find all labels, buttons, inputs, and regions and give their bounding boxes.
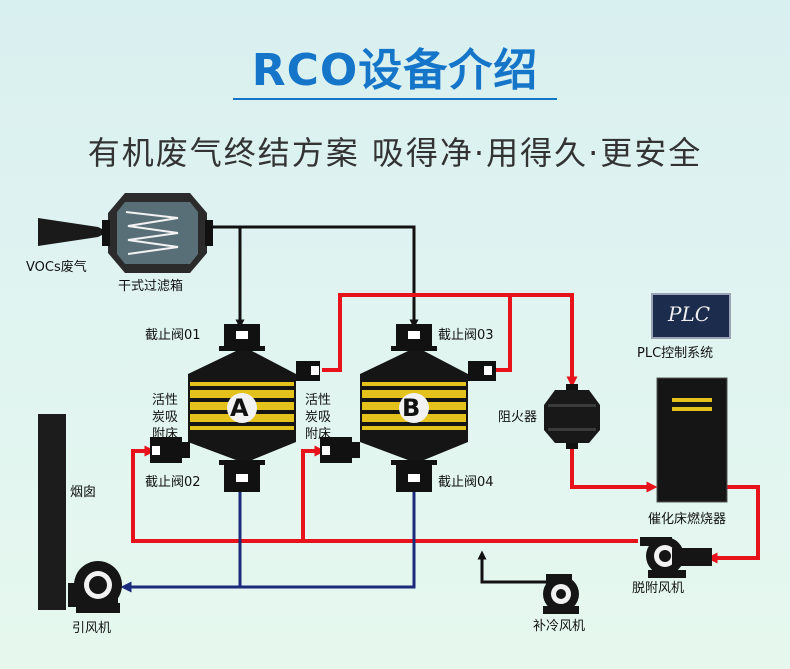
induced-fan-unit: [68, 561, 122, 613]
desorption-fan-label: 脱附风机: [632, 581, 685, 596]
plc-panel: [651, 293, 731, 339]
dry-filter-box: [102, 193, 213, 273]
bed-a-letter: A: [230, 394, 249, 422]
bed-b-label: 活性炭吸附床: [305, 393, 332, 442]
hot-air-lines: [131, 293, 760, 564]
dry-filter-label: 干式过滤箱: [118, 279, 184, 294]
valve01-label: 截止阀01: [145, 328, 201, 343]
bed-a-label: 活性炭吸附床: [152, 393, 179, 442]
plc-box-text: PLC: [668, 302, 711, 326]
desorption-fan-unit: [640, 537, 712, 578]
exhaust-lines: [120, 492, 416, 593]
flame-arrester-label: 阻火器: [498, 410, 538, 425]
cooling-fan-unit: [543, 574, 579, 614]
chimney-stack: [38, 414, 66, 610]
burner-label: 催化床燃烧器: [648, 512, 727, 527]
catalytic-burner-unit: [656, 377, 728, 503]
valve02-label: 截止阀02: [145, 475, 201, 490]
cooling-fan-label: 补冷风机: [533, 619, 586, 634]
inlet-lines: [203, 225, 419, 329]
bed-b-letter: B: [402, 394, 421, 422]
chimney-label: 烟囱: [70, 485, 97, 500]
plc-system-label: PLC控制系统: [637, 346, 714, 361]
adsorber-a: [150, 324, 320, 492]
cooling-air-line: [477, 550, 546, 584]
page-title: RCO设备介绍: [251, 45, 539, 96]
flame-arrester-unit: [544, 384, 600, 449]
valve04-label: 截止阀04: [438, 475, 494, 490]
valve03-label: 截止阀03: [438, 328, 494, 343]
title-underline: [233, 98, 557, 100]
page-subtitle: 有机废气终结方案 吸得净·用得久·更安全: [87, 134, 703, 172]
adsorber-b: [320, 324, 496, 492]
vocs-label: VOCs废气: [26, 260, 87, 275]
induced-fan-label: 引风机: [72, 621, 112, 636]
vocs-inlet-arrow: [38, 218, 108, 246]
